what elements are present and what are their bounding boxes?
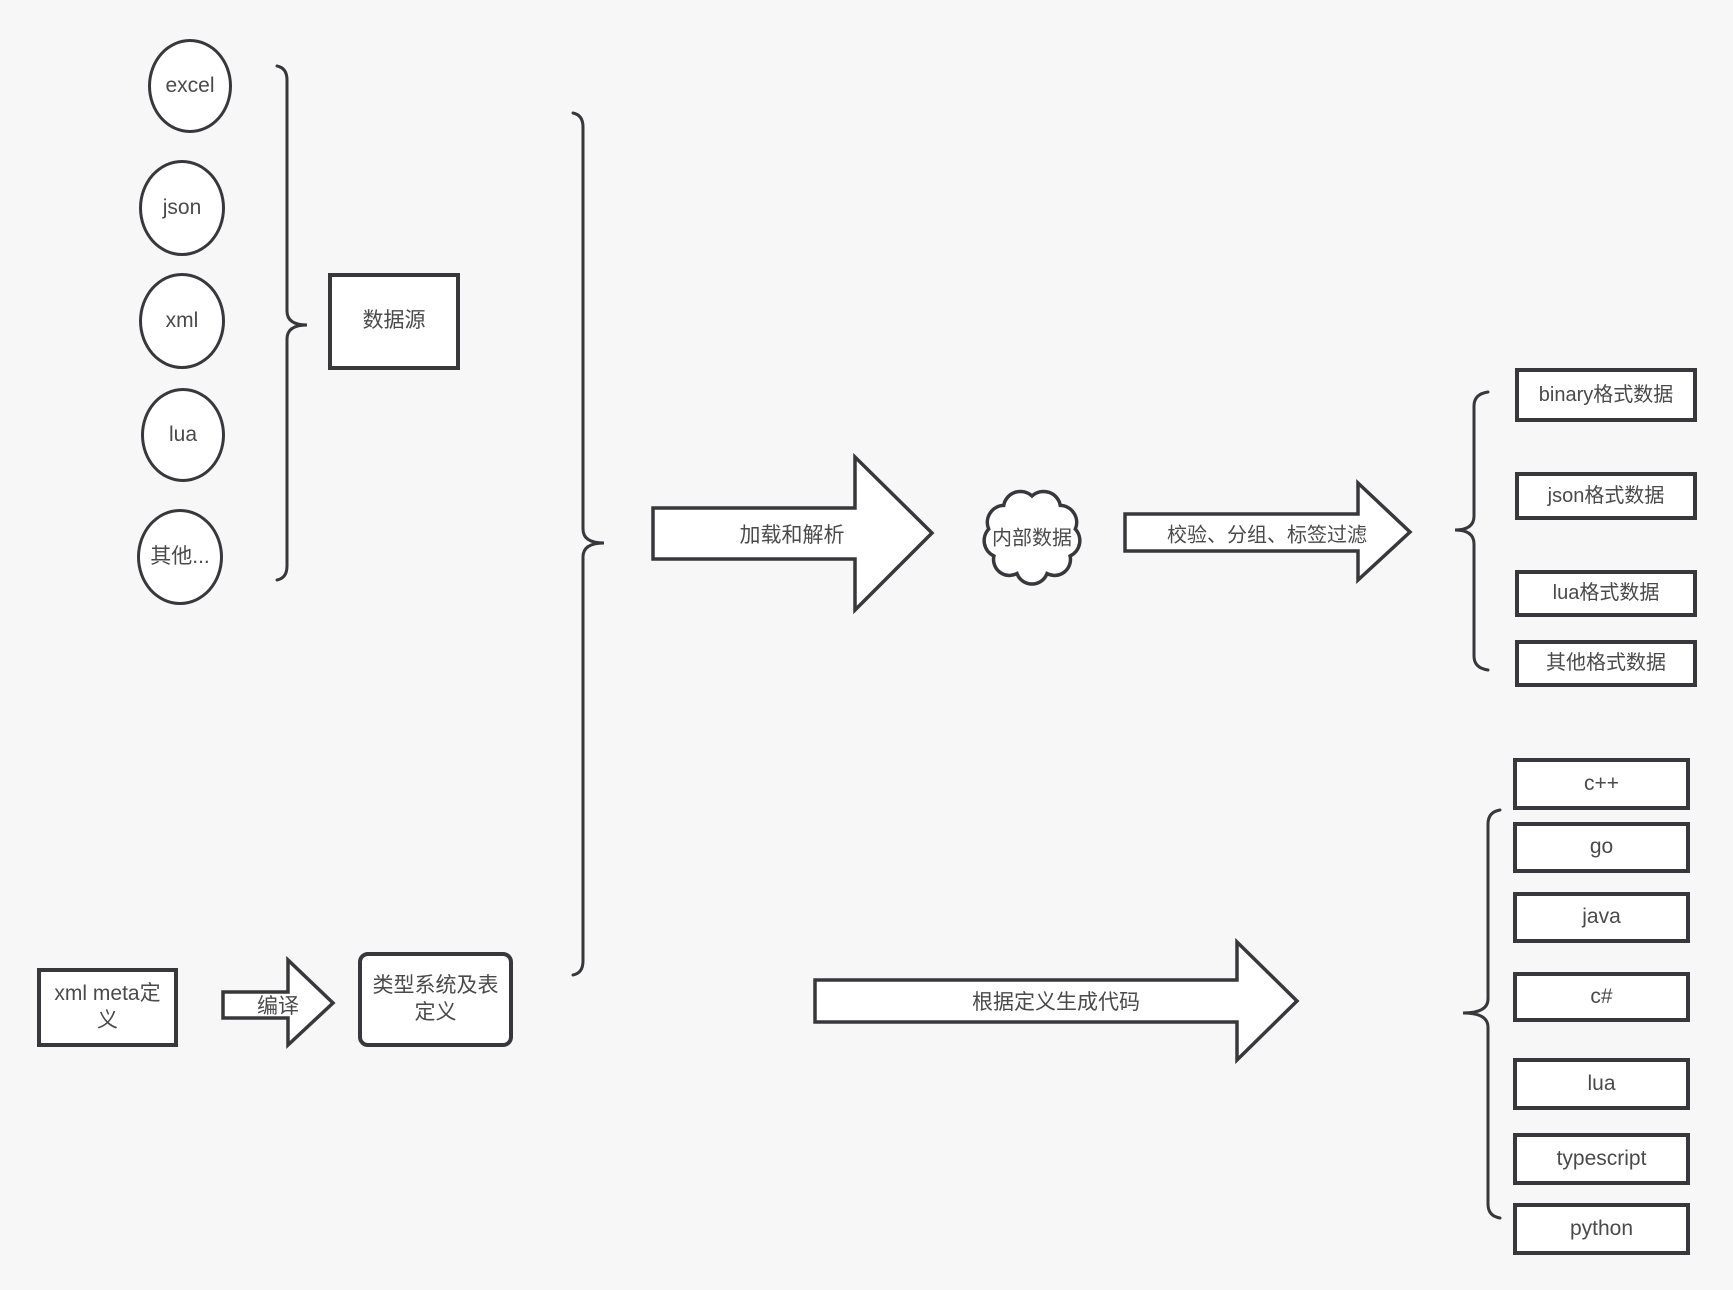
type-system-box: 类型系统及表定义 — [358, 952, 513, 1047]
datasource-box: 数据源 — [328, 273, 460, 370]
source-node-excel: excel — [148, 39, 232, 133]
arrow-codegen — [813, 937, 1300, 1065]
language-box-typescript: typescript — [1513, 1133, 1690, 1185]
source-node-lua: lua — [141, 388, 225, 482]
language-box-python: python — [1513, 1203, 1690, 1255]
language-box-cpp: c++ — [1513, 758, 1690, 810]
language-box-go: go — [1513, 822, 1690, 873]
format-box-binary: binary格式数据 — [1515, 368, 1697, 422]
language-box-java: java — [1513, 892, 1690, 943]
source-node-other: 其他... — [137, 509, 223, 605]
language-box-csharp: c# — [1513, 972, 1690, 1022]
arrow-validate-filter-label: 校验、分组、标签过滤 — [1167, 524, 1367, 547]
internal-data-cloud — [982, 489, 1082, 586]
arrow-load-parse — [651, 452, 935, 615]
brace-sources — [275, 64, 308, 582]
source-node-json: json — [139, 160, 225, 256]
internal-data-label: 内部数据 — [992, 527, 1072, 550]
format-box-json: json格式数据 — [1515, 472, 1697, 520]
arrow-compile-label: 编译 — [257, 995, 299, 1018]
format-box-lua: lua格式数据 — [1515, 570, 1697, 617]
xml-meta-box: xml meta定义 — [37, 968, 178, 1047]
brace-formats — [1454, 390, 1490, 672]
source-node-xml: xml — [139, 273, 225, 369]
language-box-lua: lua — [1513, 1058, 1690, 1110]
arrow-codegen-label: 根据定义生成代码 — [972, 991, 1140, 1014]
arrow-validate-filter — [1123, 478, 1413, 584]
format-box-other: 其他格式数据 — [1515, 640, 1697, 687]
arrow-compile — [221, 955, 336, 1050]
arrow-load-parse-label: 加载和解析 — [739, 524, 845, 547]
brace-languages — [1462, 808, 1502, 1220]
brace-inputs — [571, 111, 605, 977]
